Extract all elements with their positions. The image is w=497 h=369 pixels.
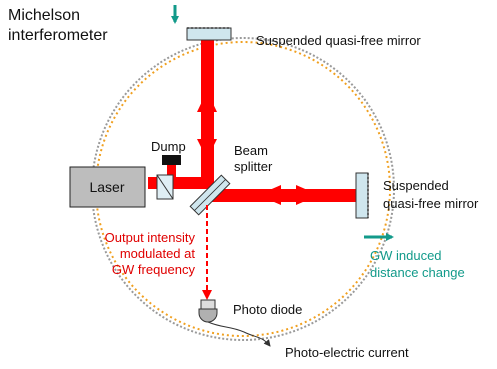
top-mirror-icon [186,27,232,41]
diagram-title-line2: interferometer [8,27,108,44]
beam-arrow-left [258,185,281,205]
output-beam-arrow [202,290,212,300]
output-label-line3: GW frequency [112,262,196,277]
dump-label: Dump [151,139,186,154]
laser-label: Laser [89,179,124,195]
beam-horizontal-arm [210,189,356,202]
right-mirror-label-line2: quasi-free mirror [383,196,479,211]
gw-change-label-line1: GW induced [370,248,442,263]
dump-icon [162,155,181,165]
boundary-ring-gray [91,37,395,341]
photo-diode-icon [198,299,218,323]
photo-diode-label: Photo diode [233,302,302,317]
beam-dump [167,164,176,179]
output-label-line2: modulated at [120,246,196,261]
laser-box [69,166,146,208]
beam-arrow-right [296,185,319,205]
beam-splitter-label-line1: Beam [234,143,268,158]
beam-splitter-icon [189,174,231,216]
beam-splitter-label-line2: splitter [234,159,273,174]
photo-current-label: Photo-electric current [285,345,409,360]
gw-change-label-line2: distance change [370,265,465,280]
top-mirror-label: Suspended quasi-free mirror [256,33,421,48]
right-mirror-icon [355,172,369,219]
beam-cube-diagonal [156,174,174,200]
beam-arrow-up [197,91,217,112]
beam-vertical-arm [201,38,214,188]
beam-arrow-down [197,139,217,159]
output-label-line1: Output intensity [105,230,196,245]
diagram-title-line1: Michelson [8,7,80,24]
photo-current-wire [207,321,271,347]
right-mirror-label-line1: Suspended [383,178,449,193]
